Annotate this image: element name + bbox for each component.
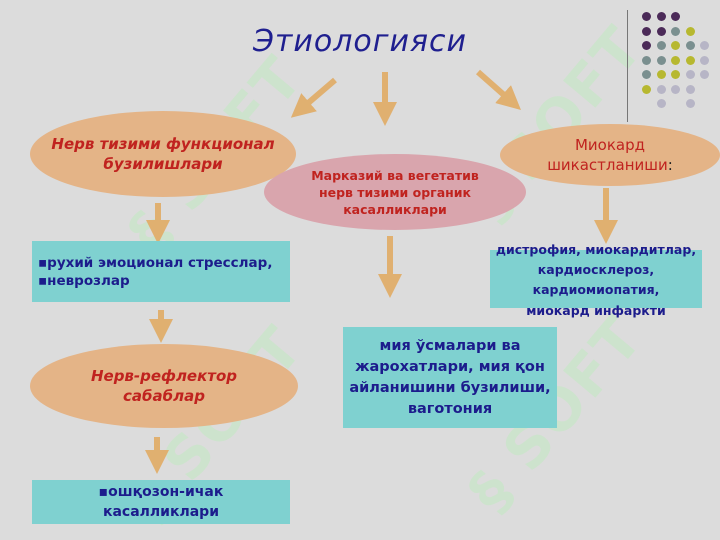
node-gi: ▪ошқозон-ичак касалликлари [32,480,290,524]
decor-dot [700,70,709,79]
node-myocardial-text: Миокард шикастланиши [547,136,668,174]
node-myocardial-infarct-label: миокард инфаркти [526,303,666,318]
decor-dot [671,12,680,21]
decor-dot [656,41,666,50]
node-nerve-functional: Нерв тизими функционал бузилишлари [30,111,296,197]
decor-dot [642,12,651,21]
node-myocardial-colon: : [667,156,673,174]
decor-dot [656,12,666,21]
decor-dot [642,70,651,79]
decor-dot-grid [640,8,720,128]
decor-dot [671,55,680,65]
node-central-vegetative: Марказий ва вегетатив нерв тизими органи… [264,154,526,230]
decor-dot [685,26,695,36]
decor-dot [642,55,651,65]
decor-dot [671,41,680,50]
decor-dot [656,26,666,36]
decor-dot [656,55,666,65]
node-brain: мия ўсмалари ва жарохатлари, мия қон айл… [343,327,557,428]
arrow-to-myocardial [476,69,521,110]
node-nerve-reflex: Нерв-рефлектор сабаблар [30,344,298,428]
node-myocardial-list: дистрофия, миокардитлар, кардиосклероз, … [490,238,702,308]
decor-dot [656,70,666,79]
node-myocardial-list-bg [490,250,702,308]
decor-dot [685,84,695,94]
decor-line [627,10,628,122]
node-myocardial-label: Миокард шикастланиши: [535,135,685,175]
node-nerve-reflex-label: Нерв-рефлектор сабаблар [90,367,238,405]
node-stress-item: ▪рухий эмоционал стресслар, [38,254,273,271]
decor-dot [642,84,651,94]
node-neurosis-item: ▪неврозлар [38,272,130,289]
decor-dot [671,84,680,94]
decor-dot [685,99,695,108]
node-stress: ▪рухий эмоционал стресслар, ▪неврозлар [32,241,290,302]
decor-dot [642,26,651,36]
node-brain-label: мия ўсмалари ва жарохатлари, мия қон айл… [349,337,551,417]
decor-dot [700,55,709,65]
node-myocardial: Миокард шикастланиши: [500,124,720,186]
node-nerve-functional-label: Нерв тизими функционал бузилишлари [51,135,275,173]
node-myocardial-list-label: дистрофия, миокардитлар, кардиосклероз, … [495,242,697,297]
decor-dot [656,84,666,94]
page-title: Этиологияси [252,24,468,59]
decor-dot [685,41,695,50]
decor-dot [671,26,680,36]
decor-dot [656,99,666,108]
node-gi-label: ▪ошқозон-ичак касалликлари [98,484,224,520]
node-central-vegetative-label: Марказий ва вегетатив нерв тизими органи… [311,167,479,217]
arrow-to-nerve-functional [290,77,337,118]
decor-dot [642,41,651,50]
decor-dot [671,70,680,79]
decor-dot [685,55,695,65]
decor-dot [685,70,695,79]
decor-dot [700,41,709,50]
